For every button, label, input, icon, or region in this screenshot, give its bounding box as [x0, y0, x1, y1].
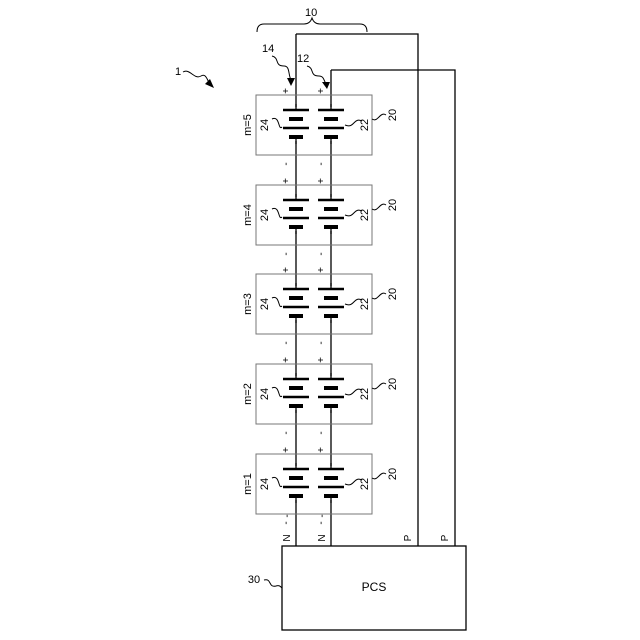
terminal-n-a: N — [317, 534, 328, 541]
plus-terminal-b: + — [281, 447, 292, 453]
plus-terminal-a: + — [316, 357, 327, 363]
string-b-ref-label: 14 — [262, 43, 274, 55]
cell-string-b — [282, 463, 310, 503]
pcs-ref-label: 30 — [248, 574, 260, 586]
module-box — [256, 454, 372, 514]
minus-terminal-a: - — [316, 431, 327, 434]
plus-terminal-b: + — [281, 178, 292, 184]
battery-module: ++--m=1242220 — [242, 447, 399, 525]
module-box — [256, 274, 372, 334]
cell-string-a — [317, 194, 345, 234]
battery-module: ++--m=4242220 — [242, 178, 399, 256]
module-ref-leader — [372, 114, 386, 120]
module-ref-leader — [372, 204, 386, 210]
group-brace — [257, 18, 367, 32]
minus-terminal-a: - — [316, 341, 327, 344]
cell-b-ref-label: 24 — [259, 119, 271, 131]
pcs-ref-leader — [264, 580, 282, 588]
terminal-n-b: N — [282, 534, 293, 541]
minus-terminal-b: - — [281, 252, 292, 255]
module-ref-leader — [372, 383, 386, 389]
module-index-label: m=1 — [242, 473, 254, 495]
system-ref-label: 1 — [175, 66, 181, 78]
module-box — [256, 364, 372, 424]
plus-terminal-b: + — [281, 357, 292, 363]
minus-terminal-a: - — [316, 252, 327, 255]
cell-string-b — [282, 373, 310, 413]
string-b-leader-arrowhead — [287, 78, 295, 86]
terminal-p-b: P — [403, 534, 414, 541]
minus-terminal-b: - — [281, 341, 292, 344]
minus-terminal-b: - — [281, 521, 292, 524]
bottom-minus-b: - — [282, 514, 293, 517]
module-ref-leader — [372, 293, 386, 299]
cell-b-ref-label: 24 — [259, 478, 271, 490]
battery-module: ++--m=5242220 — [242, 88, 399, 166]
cell-b-ref-leader — [272, 477, 282, 486]
module-index-label: m=2 — [242, 383, 254, 405]
cell-string-b — [282, 104, 310, 144]
cell-string-a — [317, 463, 345, 503]
minus-terminal-a: - — [316, 162, 327, 165]
pcs-label: PCS — [362, 580, 387, 594]
cell-b-ref-label: 24 — [259, 298, 271, 310]
plus-terminal-a: + — [316, 447, 327, 453]
module-ref-leader — [372, 473, 386, 479]
module-index-label: m=5 — [242, 114, 254, 136]
cell-string-a — [317, 104, 345, 144]
module-ref-label: 20 — [387, 378, 399, 390]
plus-terminal-a: + — [316, 178, 327, 184]
plus-terminal-a: + — [316, 88, 327, 94]
cell-b-ref-leader — [272, 208, 282, 217]
cell-b-ref-leader — [272, 297, 282, 306]
battery-module: ++--m=2242220 — [242, 357, 399, 435]
cell-b-ref-leader — [272, 387, 282, 396]
terminal-p-a: P — [440, 534, 451, 541]
cell-b-ref-leader — [272, 118, 282, 127]
plus-terminal-b: + — [281, 267, 292, 273]
plus-terminal-a: + — [316, 267, 327, 273]
string-a-ref-label: 12 — [297, 53, 309, 65]
module-ref-label: 20 — [387, 288, 399, 300]
cell-b-ref-label: 24 — [259, 388, 271, 400]
plus-terminal-b: + — [281, 88, 292, 94]
string-a-leader-line — [307, 66, 326, 84]
string-b-return-wire — [296, 34, 418, 546]
module-index-label: m=4 — [242, 204, 254, 226]
battery-module: ++--m=3242220 — [242, 267, 399, 345]
string-b-leader-line — [272, 56, 291, 80]
cell-string-a — [317, 373, 345, 413]
cell-string-a — [317, 283, 345, 323]
cell-b-ref-label: 24 — [259, 209, 271, 221]
module-index-label: m=3 — [242, 293, 254, 315]
cell-string-b — [282, 283, 310, 323]
minus-terminal-b: - — [281, 162, 292, 165]
system-leader-arrowhead — [205, 79, 214, 88]
string-a-leader-arrowhead — [322, 82, 330, 89]
minus-terminal-a: - — [316, 521, 327, 524]
module-ref-label: 20 — [387, 199, 399, 211]
module-box — [256, 185, 372, 245]
group-ref-label: 10 — [305, 7, 317, 19]
minus-terminal-b: - — [281, 431, 292, 434]
module-box — [256, 95, 372, 155]
bottom-minus-a: - — [317, 514, 328, 517]
system-leader-line — [183, 71, 210, 84]
cell-string-b — [282, 194, 310, 234]
module-stack: ++--m=5242220++--m=4242220++--m=3242220+… — [242, 88, 399, 525]
module-ref-label: 20 — [387, 468, 399, 480]
module-ref-label: 20 — [387, 109, 399, 121]
